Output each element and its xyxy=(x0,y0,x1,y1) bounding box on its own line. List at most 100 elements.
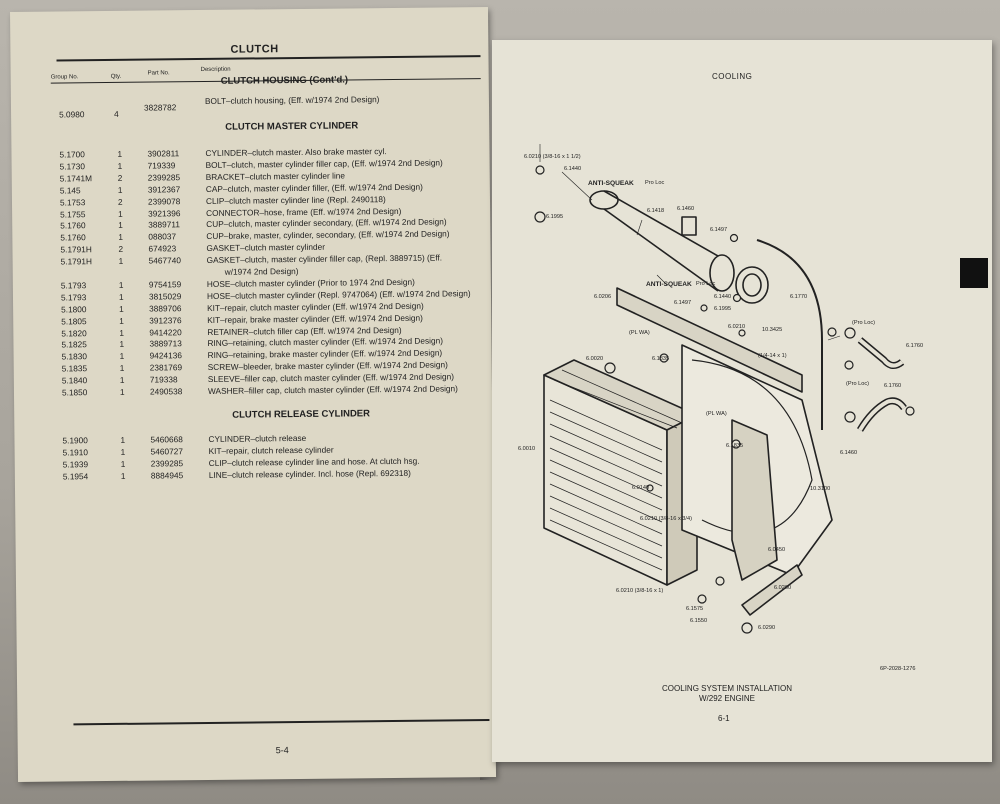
figure-caption-line1: COOLING SYSTEM INSTALLATION xyxy=(662,684,792,693)
row-qty: 2 xyxy=(117,196,123,207)
callout-label: 6.0260 xyxy=(774,585,792,591)
row-group: 5.1741M xyxy=(59,172,93,184)
row-group: 5.1900 xyxy=(62,435,88,446)
callout-label: (PL WA) xyxy=(629,330,650,336)
upper-hose-drawing xyxy=(589,190,769,304)
row-part: 3912367 xyxy=(147,183,181,195)
right-page-number: 6-1 xyxy=(718,714,730,723)
figure-caption-line2: W/292 ENGINE xyxy=(698,694,755,703)
col-header-desc: Description xyxy=(200,66,231,74)
row-part: 088037 xyxy=(148,231,177,242)
col-header-qty: Qty. xyxy=(110,73,122,80)
callout-label: 6.0290 xyxy=(758,625,776,631)
callout-label: 6.1995 xyxy=(546,214,564,220)
left-page: CLUTCH Group No. Qty. Part No. Descripti… xyxy=(10,6,497,782)
row-group: 5.1730 xyxy=(59,161,86,172)
row-qty: 1 xyxy=(118,232,124,243)
row-part: 3815029 xyxy=(148,291,182,302)
row-part: 2381769 xyxy=(149,362,183,373)
row-part: 719338 xyxy=(149,374,178,385)
radiator-drawing xyxy=(543,359,698,586)
callout-label: 6.1575 xyxy=(686,606,704,612)
right-page: COOLING xyxy=(492,40,992,762)
row-group: 5.0980 xyxy=(59,109,85,120)
section-title-clutch-housing: CLUTCH HOUSING (Cont'd.) xyxy=(220,74,349,87)
row-part: 9424136 xyxy=(149,350,182,361)
callout-label: 6.1760 xyxy=(884,383,902,389)
row-part: 3912376 xyxy=(149,314,182,326)
row-qty: 1 xyxy=(119,374,125,385)
row-group: 5.1793 xyxy=(60,280,87,291)
callout-label: Pro Loc xyxy=(696,281,716,287)
section-title-release-cylinder: CLUTCH RELEASE CYLINDER xyxy=(232,408,371,421)
callout-label: 6.0450 xyxy=(768,547,786,553)
leader-lines xyxy=(539,144,841,341)
row-qty: 1 xyxy=(117,184,123,195)
callout-label: (1/4-14 x 1) xyxy=(758,353,787,359)
lower-bracket xyxy=(741,564,803,616)
callout-label: 6.1770 xyxy=(790,294,808,300)
row-part: 2399285 xyxy=(147,172,181,183)
row-desc: CYLINDER–clutch release xyxy=(208,432,307,444)
row-group: 5.1793 xyxy=(60,292,87,303)
callout-label: 6.0020 xyxy=(586,356,604,362)
row-part: 2399078 xyxy=(147,195,181,207)
row-group: 5.1760 xyxy=(60,220,86,231)
row-group: 5.1805 xyxy=(61,315,87,327)
callout-label: 6.0210 (3/8-16 x 3/4) xyxy=(640,516,692,522)
row-part: 674923 xyxy=(148,243,177,254)
row-qty: 1 xyxy=(120,446,126,457)
row-group: 5.1910 xyxy=(62,447,89,458)
row-qty: 1 xyxy=(118,279,124,290)
row-part: 2399285 xyxy=(150,458,184,469)
row-group: 5.1835 xyxy=(61,363,88,374)
callout-label: Pro Loc xyxy=(645,180,665,186)
row-desc: CUP–brake, master, cylinder, secondary, … xyxy=(206,228,450,242)
row-desc: LINE–clutch release cylinder. Incl. hose… xyxy=(208,467,411,480)
callout-label: 6.1835 xyxy=(726,443,744,449)
row-desc: CLIP–clutch master cylinder line (Repl. … xyxy=(205,193,386,206)
row-desc: CAP–clutch, master cylinder filler, (Eff… xyxy=(205,181,423,194)
row-qty: 1 xyxy=(117,160,123,171)
row-desc: HOSE–clutch master cylinder (Prior to 19… xyxy=(206,276,415,289)
callout-label: ANTI-SQUEAK xyxy=(646,281,692,288)
callout-label: (Pro Loc) xyxy=(846,381,870,387)
right-page-header: COOLING xyxy=(712,72,753,81)
row-group: 5.1850 xyxy=(61,387,88,398)
row-group: 5.1939 xyxy=(62,459,89,470)
row-desc: RING–retaining, brake master cylinder (E… xyxy=(207,347,443,361)
callout-label: 6.1460 xyxy=(677,206,695,212)
row-desc: CYLINDER–clutch master. Also brake maste… xyxy=(205,146,387,158)
row-qty: 1 xyxy=(120,458,126,469)
callout-label: 6.1440 xyxy=(714,294,732,300)
row-qty: 1 xyxy=(118,291,124,302)
row-group: 5.1700 xyxy=(59,149,85,160)
row-desc: RING–retaining, clutch master cylinder (… xyxy=(207,335,444,349)
row-desc: KIT–repair, clutch release cylinder xyxy=(208,444,334,456)
callout-label: 6.1760 xyxy=(906,343,924,349)
row-part: 3889706 xyxy=(149,302,182,314)
row-desc: BOLT–clutch, master cylinder filler cap,… xyxy=(205,157,443,170)
row-qty: 1 xyxy=(119,351,125,362)
row-desc: GASKET–clutch, master cylinder filler ca… xyxy=(206,252,443,266)
row-qty: 1 xyxy=(119,327,125,338)
row-part: 9754159 xyxy=(148,279,182,290)
row-desc: BRACKET–clutch master cylinder line xyxy=(205,170,346,182)
row-group: 5.1755 xyxy=(60,208,86,219)
upper-support-bar xyxy=(616,287,803,393)
row-desc: CUP–clutch, master cylinder secondary, (… xyxy=(206,216,447,230)
row-qty: 1 xyxy=(119,315,124,326)
callout-label: 6.1835 xyxy=(652,356,670,362)
callout-label: 6.0210 (3/8-16 x 1 1/2) xyxy=(524,154,581,160)
row-qty: 2 xyxy=(118,244,124,255)
row-group: 5.1791H xyxy=(60,256,93,267)
row-desc: BOLT–clutch housing, (Eff. w/1974 2nd De… xyxy=(204,94,380,106)
callout-label: 6.1497 xyxy=(674,300,692,306)
left-page-header: CLUTCH xyxy=(230,43,279,56)
callout-label: 6.1995 xyxy=(714,306,732,312)
callout-label: 10.3425 xyxy=(762,327,783,333)
row-desc-continuation: w/1974 2nd Design) xyxy=(224,265,299,277)
row-group: 5.1830 xyxy=(61,351,88,362)
row-part: 3921396 xyxy=(148,207,181,219)
row-group: 5.1825 xyxy=(61,339,87,350)
